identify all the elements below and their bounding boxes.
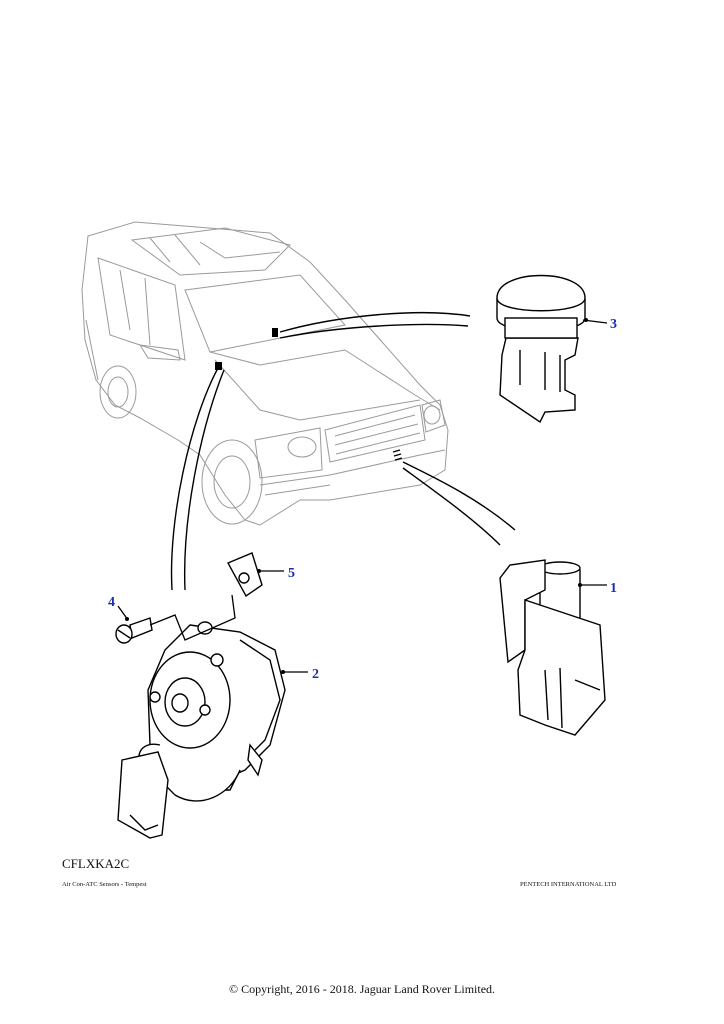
callout-1[interactable]: 1	[610, 581, 617, 596]
callout-4[interactable]: 4	[108, 595, 115, 610]
assembly-lines	[149, 594, 236, 641]
part-1-sensor[interactable]	[499, 559, 606, 736]
callout-3[interactable]: 3	[610, 317, 617, 332]
copyright-notice: © Copyright, 2016 - 2018. Jaguar Land Ro…	[228, 982, 496, 996]
vendor-label: PENTECH INTERNATIONAL LTD	[520, 881, 617, 888]
illustration-code: CFLXKA2C	[62, 856, 130, 871]
leader-lines	[117, 318, 608, 674]
routing-lines	[170, 311, 516, 591]
part-5-clip[interactable]	[227, 552, 263, 598]
callout-5[interactable]: 5	[288, 566, 295, 581]
part-3-sensor[interactable]	[496, 274, 586, 424]
vehicle-outline	[81, 221, 449, 526]
part-2-actuator[interactable]	[117, 621, 286, 839]
part-4-screw[interactable]	[115, 617, 153, 644]
sensor-location-marks	[215, 328, 403, 461]
callout-2[interactable]: 2	[312, 667, 319, 682]
diagram-caption: Air Con-ATC Sensors - Tempest	[62, 881, 147, 888]
